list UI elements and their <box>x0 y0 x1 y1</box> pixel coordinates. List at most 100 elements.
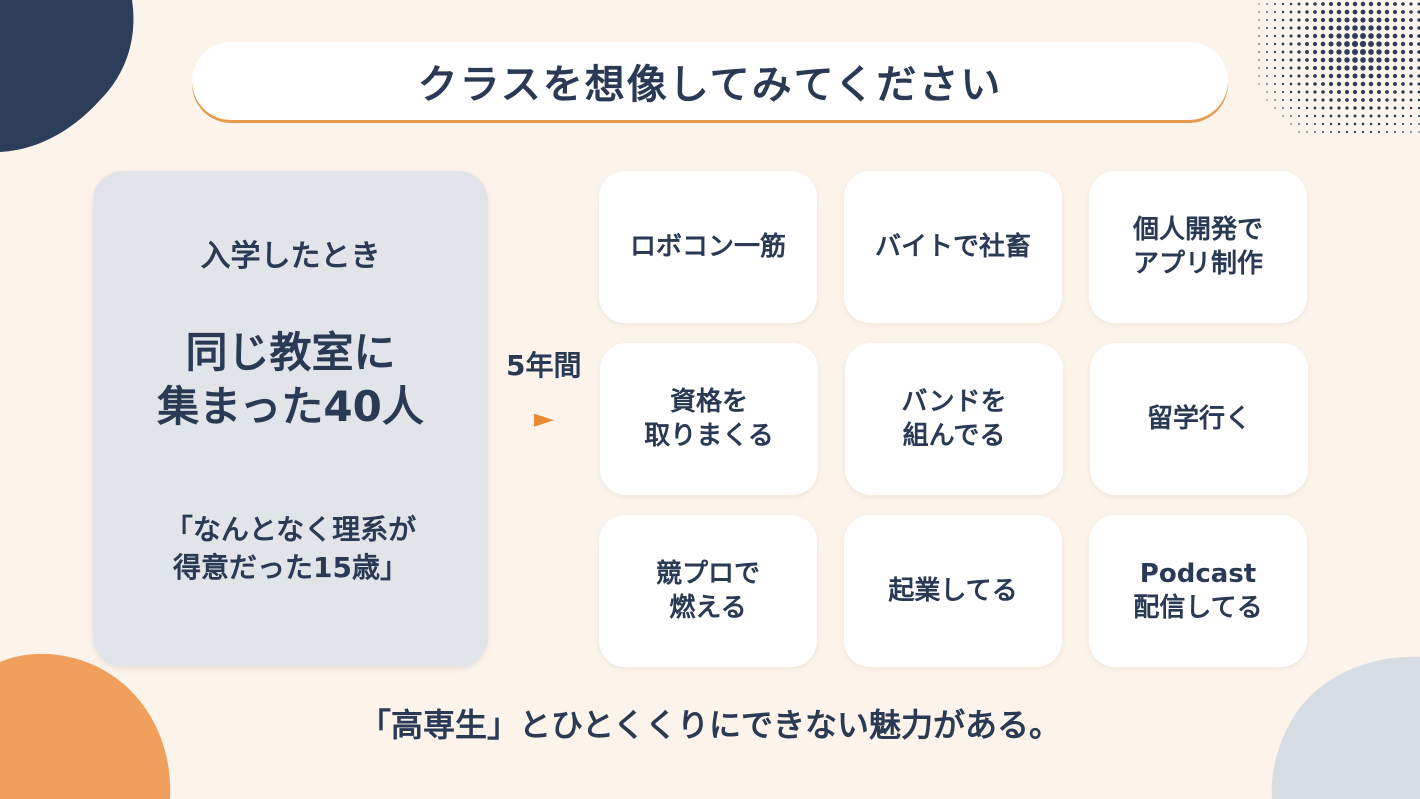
halftone-dot <box>1392 17 1398 23</box>
halftone-dot <box>1368 65 1374 71</box>
halftone-dot <box>1328 17 1334 23</box>
halftone-dot <box>1290 115 1292 117</box>
halftone-dot <box>1401 2 1405 6</box>
halftone-dot <box>1305 50 1309 54</box>
page-title: クラスを想像してみてください <box>417 62 1003 108</box>
halftone-dot <box>1352 49 1358 55</box>
halftone-dot <box>1298 115 1300 117</box>
halftone-dot <box>1314 131 1316 133</box>
halftone-dot <box>1281 74 1285 78</box>
halftone-dot <box>1258 51 1260 53</box>
entry-sub-line-1: 「なんとなく理系が <box>164 513 417 546</box>
halftone-dot <box>1290 107 1292 109</box>
halftone-dot <box>1360 17 1366 23</box>
halftone-dot <box>1344 25 1350 31</box>
halftone-dot <box>1360 89 1366 95</box>
halftone-dot <box>1273 10 1277 14</box>
halftone-dot <box>1384 17 1390 23</box>
halftone-dot <box>1281 2 1285 6</box>
halftone-dot <box>1344 49 1350 55</box>
halftone-dot <box>1417 82 1420 86</box>
halftone-dot <box>1353 106 1357 110</box>
halftone-dot <box>1273 50 1277 54</box>
halftone-dot <box>1281 18 1285 22</box>
halftone-dot <box>1418 123 1420 125</box>
halftone-dot <box>1305 34 1309 38</box>
halftone-dot <box>1344 17 1350 23</box>
halftone-dot <box>1409 2 1413 6</box>
halftone-dot <box>1320 41 1326 47</box>
halftone-dot <box>1258 75 1260 77</box>
halftone-dot <box>1392 57 1398 63</box>
halftone-dot <box>1336 25 1342 31</box>
halftone-dot <box>1360 81 1366 87</box>
halftone-dot <box>1360 65 1366 71</box>
halftone-dot <box>1401 90 1405 94</box>
halftone-dot <box>1337 106 1341 110</box>
halftone-dot <box>1352 9 1358 15</box>
halftone-dot <box>1328 65 1334 71</box>
halftone-dot <box>1289 58 1293 62</box>
halftone-dot <box>1359 40 1367 48</box>
entry-sub-line-2: 得意だった15歳」 <box>173 551 408 584</box>
halftone-dot <box>1376 17 1382 23</box>
halftone-dot <box>1289 74 1293 78</box>
halftone-dot <box>1289 50 1293 54</box>
halftone-dot <box>1417 58 1420 62</box>
halftone-dot <box>1345 106 1349 110</box>
halftone-dot <box>1368 81 1374 87</box>
halftone-dot <box>1258 35 1260 37</box>
halftone-dot <box>1337 114 1341 118</box>
halftone-dot <box>1297 50 1301 54</box>
halftone-dot <box>1297 2 1301 6</box>
halftone-dot <box>1305 90 1309 94</box>
halftone-dot <box>1352 89 1358 95</box>
halftone-dot <box>1392 25 1398 31</box>
footer-message: 「高専生」とひとくくりにできない魅力がある。 <box>358 706 1062 744</box>
halftone-dot <box>1258 11 1260 13</box>
halftone-dot <box>1400 65 1406 71</box>
halftone-dot <box>1320 65 1326 71</box>
halftone-dot <box>1337 122 1341 126</box>
halftone-dot <box>1344 65 1350 71</box>
halftone-dot <box>1258 3 1260 5</box>
halftone-dot <box>1417 74 1420 78</box>
halftone-dot <box>1321 122 1325 126</box>
arrow-right-icon: ► <box>534 404 554 434</box>
halftone-dot <box>1361 114 1365 118</box>
halftone-dot <box>1368 73 1374 79</box>
halftone-dot <box>1273 26 1277 30</box>
halftone-dot <box>1266 59 1268 61</box>
halftone-dot <box>1360 33 1366 39</box>
halftone-dot <box>1306 123 1308 125</box>
halftone-dot <box>1336 9 1342 15</box>
halftone-dot <box>1368 33 1374 39</box>
halftone-dot <box>1377 122 1381 126</box>
halftone-dot <box>1401 98 1405 102</box>
dot-pattern-decoration <box>1258 1 1420 134</box>
halftone-dot <box>1313 114 1317 118</box>
halftone-dot <box>1351 40 1359 48</box>
halftone-dot <box>1376 9 1382 15</box>
halftone-dot <box>1329 122 1333 126</box>
halftone-dot <box>1313 74 1317 78</box>
tile-app-development: 個人開発で アプリ制作 <box>1089 171 1307 323</box>
halftone-dot <box>1402 131 1404 133</box>
halftone-dot <box>1322 131 1324 133</box>
halftone-dot <box>1266 83 1268 85</box>
halftone-dot <box>1305 66 1309 70</box>
halftone-dot <box>1392 41 1398 47</box>
halftone-dot <box>1305 74 1309 78</box>
halftone-dot <box>1353 98 1357 102</box>
halftone-dot <box>1258 67 1260 69</box>
halftone-dot <box>1394 131 1396 133</box>
years-label: 5年間 <box>506 349 582 382</box>
halftone-dot <box>1320 33 1326 39</box>
halftone-dot <box>1368 17 1374 23</box>
halftone-dot <box>1417 98 1420 102</box>
halftone-dot <box>1392 9 1398 15</box>
halftone-dot <box>1305 106 1309 110</box>
halftone-dot <box>1328 57 1334 63</box>
navy-blob-decoration <box>0 0 134 152</box>
halftone-dot <box>1361 98 1365 102</box>
